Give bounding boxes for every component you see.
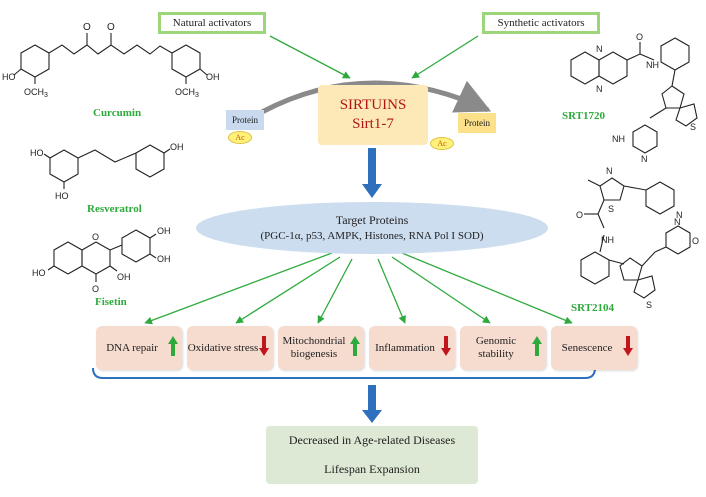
fisetin-structure-icon: HO O O OH OH OH (32, 226, 171, 294)
natural-activators-box: Natural activators (158, 12, 266, 34)
srt2104-s1: S (608, 204, 614, 214)
curcumin-o1: O (83, 22, 91, 33)
natural-activators-label: Natural activators (172, 17, 252, 29)
srt2104-s2: S (646, 300, 652, 310)
protein-left-box: Protein (226, 110, 264, 130)
srt1720-nh2: NH (612, 134, 625, 144)
fisetin-oh-bottom: OH (157, 254, 171, 264)
trend-arrow-icon (168, 336, 178, 360)
fisetin-o-ring: O (92, 232, 99, 242)
effect-senescence: Senescence (551, 326, 637, 370)
target-proteins-title: Target Proteins (335, 213, 409, 227)
resveratrol-ho-top: HO (30, 148, 44, 158)
fisetin-ho: HO (32, 268, 46, 278)
effect-inflammation: Inflammation (369, 326, 455, 370)
srt1720-s: S (690, 122, 696, 132)
protein-right-box: Protein (458, 113, 496, 133)
synthetic-activators-label: Synthetic activators (497, 17, 585, 29)
curcumin-structure-icon: O O HO OCH3 OH OCH3 (2, 22, 220, 99)
trend-arrow-icon (441, 336, 451, 360)
protein-right-label: Protein (464, 118, 490, 128)
srt2104-o: O (576, 210, 583, 220)
curcumin-label: Curcumin (93, 107, 142, 119)
srt2104-o-morph: O (692, 236, 699, 246)
effect-label: Mitochondrial biogenesis (282, 335, 346, 360)
srt2104-structure-icon: S N N O NH S N O (576, 166, 699, 310)
effect-label: Oxidative stress (187, 341, 259, 354)
resveratrol-structure-icon: HO HO OH (30, 142, 184, 201)
protein-left-label: Protein (232, 115, 258, 125)
deacetylation-arc (260, 80, 492, 115)
ac-left-badge: Ac (228, 131, 252, 144)
target-to-senescence-arrow (401, 252, 573, 324)
effects-to-outcome-arrow (362, 385, 382, 423)
target-to-inflammation-arrow (377, 258, 406, 324)
resveratrol-label: Resveratrol (87, 203, 142, 215)
curcumin-och3-left: OCH3 (24, 87, 48, 99)
srt1720-nh: NH (646, 60, 659, 70)
ac-right-badge: Ac (430, 137, 454, 150)
srt2104-n1: N (606, 166, 613, 176)
srt1720-n3: N (641, 154, 648, 164)
fisetin-oh-3: OH (117, 272, 131, 282)
srt1720-n2: N (596, 84, 603, 94)
srt2104-n-pyr: N (676, 210, 683, 220)
ac-right-label: Ac (437, 139, 447, 148)
target-to-oxidative-arrow (235, 256, 341, 324)
srt1720-n1: N (596, 44, 603, 54)
srt2104-nh: NH (601, 235, 614, 245)
srt2104-n-morph: N (674, 217, 681, 227)
target-to-genomic-arrow (391, 256, 491, 324)
trend-arrow-icon (350, 336, 360, 360)
target-proteins-list: (PGC-1α, p53, AMPK, Histones, RNA Pol I … (260, 230, 484, 242)
srt1720-o: O (636, 32, 643, 42)
srt2104-label: SRT2104 (571, 302, 615, 314)
synthetic-activators-box: Synthetic activators (482, 12, 600, 34)
curcumin-o2: O (107, 22, 115, 33)
effect-dna-repair: DNA repair (96, 326, 182, 370)
outcome-line2: Lifespan Expansion (324, 462, 420, 476)
fisetin-o-keto: O (92, 284, 99, 294)
effect-genomic-stability: Genomic stability (460, 326, 546, 370)
curcumin-oh: OH (206, 72, 220, 82)
target-proteins-ellipse: Target Proteins (PGC-1α, p53, AMPK, Hist… (196, 202, 548, 254)
sirtuins-to-target-arrow (362, 148, 382, 198)
fisetin-label: Fisetin (95, 296, 127, 308)
effect-label: Genomic stability (475, 335, 517, 360)
effect-label: DNA repair (106, 341, 158, 354)
trend-arrow-icon (623, 336, 633, 360)
sirtuins-subtitle: Sirt1-7 (352, 116, 394, 132)
curcumin-ho: HO (2, 72, 16, 82)
effect-mitochondrial-biogenesis: Mitochondrial biogenesis (278, 326, 364, 370)
resveratrol-ho-bottom: HO (55, 191, 69, 201)
srt1720-structure-icon: O NH N N S N NH (570, 32, 698, 164)
curcumin-och3-right: OCH3 (175, 87, 199, 99)
outcome-line1: Decreased in Age-related Diseases (288, 433, 456, 447)
effect-oxidative-stress: Oxidative stress (187, 326, 273, 370)
trend-arrow-icon (532, 336, 542, 360)
fisetin-oh-top: OH (157, 226, 171, 236)
effects-bracket (92, 367, 596, 379)
synthetic-to-sirtuins-arrow (411, 35, 479, 79)
resveratrol-oh: OH (170, 142, 184, 152)
ac-left-label: Ac (235, 133, 245, 142)
sirtuins-title: SIRTUINS (339, 97, 407, 113)
effect-label: Inflammation (375, 341, 435, 354)
trend-arrow-icon (259, 336, 269, 360)
outcome-box: Decreased in Age-related Diseases Lifesp… (266, 426, 478, 484)
target-to-dna-repair-arrow (144, 252, 333, 325)
srt1720-label: SRT1720 (562, 110, 606, 122)
effect-label: Senescence (561, 341, 613, 354)
sirtuins-box: SIRTUINS Sirt1-7 (318, 85, 428, 145)
target-to-mito-arrow (317, 258, 353, 324)
natural-to-sirtuins-arrow (269, 35, 351, 79)
